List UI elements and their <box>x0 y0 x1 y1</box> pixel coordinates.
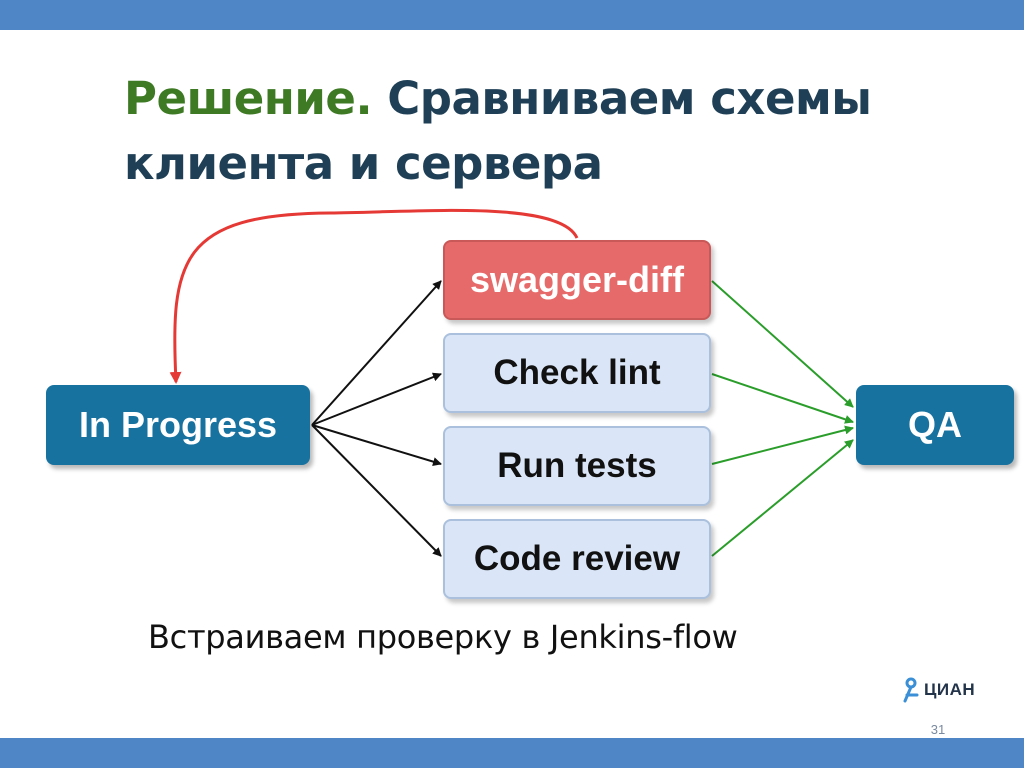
title-line1-rest: Сравниваем схемы <box>372 72 872 125</box>
arrow-progress-to-swagger <box>311 280 442 426</box>
node-in-progress: In Progress <box>46 385 310 465</box>
node-run-tests: Run tests <box>443 426 711 506</box>
top-bar <box>0 0 1024 30</box>
arrow-swagger-back-to-progress <box>169 208 579 384</box>
node-check-lint: Check lint <box>443 333 711 413</box>
bottom-bar <box>0 738 1024 768</box>
slide-subtitle: Встраиваем проверку в Jenkins-flow <box>148 618 738 656</box>
slide-title: Решение. Сравниваем схемы клиента и серв… <box>124 66 984 196</box>
arrow-swagger-to-qa <box>711 280 854 408</box>
cian-logo: ЦИАН <box>902 676 975 704</box>
arrow-progress-to-lint <box>311 372 442 426</box>
page-number: 31 <box>930 722 946 737</box>
node-swagger-diff: swagger-diff <box>443 240 711 320</box>
arrow-review-to-qa <box>711 439 854 557</box>
cian-logo-icon <box>903 677 919 703</box>
logo-text: ЦИАН <box>924 680 976 699</box>
node-qa: QA <box>856 385 1014 465</box>
arrow-progress-to-review <box>311 424 442 557</box>
title-accent: Решение. <box>124 72 373 125</box>
arrow-tests-to-qa <box>711 425 854 465</box>
arrow-progress-to-tests <box>311 424 442 466</box>
title-line2: клиента и сервера <box>124 137 603 190</box>
arrow-lint-to-qa <box>711 373 854 424</box>
node-code-review: Code review <box>443 519 711 599</box>
